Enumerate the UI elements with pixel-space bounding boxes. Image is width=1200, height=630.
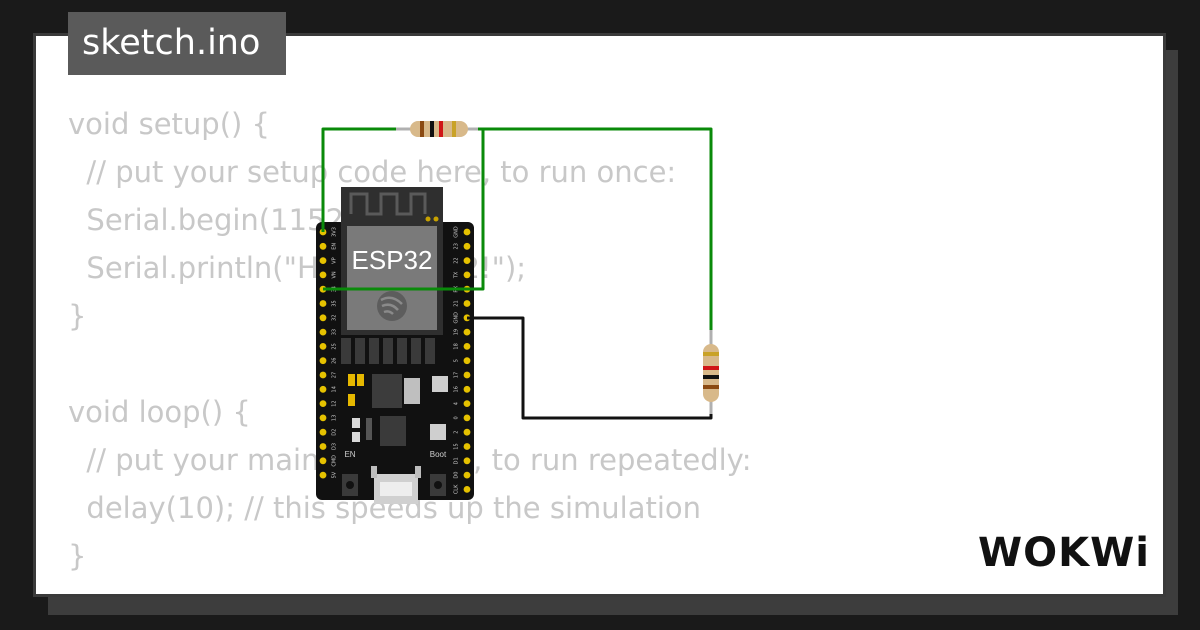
left-pin-pad[interactable] <box>319 271 327 279</box>
code-line: void setup() { <box>68 107 270 141</box>
resistor-2[interactable] <box>703 330 719 414</box>
right-pin-label: TX <box>454 271 460 279</box>
left-pin-label: 14 <box>332 386 338 392</box>
usb-chip <box>380 416 406 446</box>
right-pin-pad[interactable] <box>463 457 471 465</box>
right-pin-label: GND <box>454 312 460 324</box>
left-pin-label: EN <box>332 243 338 250</box>
left-pin-pad[interactable] <box>319 457 327 465</box>
right-pin-pad[interactable] <box>463 400 471 407</box>
left-pin-pad[interactable] <box>319 385 327 393</box>
left-pin-label: 32 <box>332 315 338 321</box>
left-pin-pad[interactable] <box>319 357 327 365</box>
file-tab[interactable]: sketch.ino <box>68 12 286 75</box>
en-label: EN <box>344 450 355 459</box>
left-pin-pad[interactable] <box>319 300 327 307</box>
right-pin-label: 21 <box>454 300 460 306</box>
right-pin-pad[interactable] <box>463 371 471 379</box>
right-pin-label: D0 <box>454 472 460 479</box>
svg-text:WOKWi: WOKWi <box>978 530 1148 574</box>
right-pin-pad[interactable] <box>463 357 471 365</box>
right-pin-label: 2 <box>454 431 460 434</box>
left-pin-label: VN <box>332 271 338 278</box>
usb-port <box>371 466 421 504</box>
right-pin-pad[interactable] <box>463 385 471 393</box>
left-pin-pad[interactable] <box>319 443 327 450</box>
right-pin-pad[interactable] <box>463 443 471 450</box>
left-pin-label: 12 <box>332 400 338 406</box>
code-line: } <box>68 539 87 573</box>
antenna-icon <box>349 192 427 216</box>
code-line: void loop() { <box>68 395 251 429</box>
left-pin-label: 35 <box>332 300 338 306</box>
espressif-logo-icon <box>377 291 407 321</box>
right-pin-pad[interactable] <box>463 486 471 493</box>
right-pin-label: 15 <box>454 443 460 449</box>
right-pin-pad[interactable] <box>463 471 471 479</box>
right-pin-pad[interactable] <box>463 414 471 422</box>
right-pin-pad[interactable] <box>463 428 471 436</box>
right-pin-pad[interactable] <box>463 343 471 350</box>
chip-label: ESP32 <box>352 245 433 275</box>
left-pin-label: 5V <box>332 471 338 478</box>
left-pin-pad[interactable] <box>319 414 327 422</box>
resistor-1[interactable] <box>396 121 478 137</box>
left-pin-label: D2 <box>332 429 338 436</box>
right-pin-label: 17 <box>454 372 460 378</box>
code-editor[interactable]: void setup() { // put your setup code he… <box>68 100 752 580</box>
right-pin-pad[interactable] <box>463 257 471 264</box>
left-pin-label: VP <box>332 257 338 263</box>
wokwi-logo: WOKWi <box>978 530 1148 574</box>
right-pin-label: 19 <box>454 329 460 335</box>
right-pin-label: 4 <box>454 402 460 405</box>
left-pin-label: 3V3 <box>332 227 338 237</box>
right-pin-pad[interactable] <box>463 300 471 307</box>
wire-resistor1-resistor2 <box>483 127 713 333</box>
left-pin-pad[interactable] <box>319 343 327 350</box>
left-pin-pad[interactable] <box>319 242 327 250</box>
right-pin-label: 22 <box>454 257 460 263</box>
right-pin-label: 23 <box>454 243 460 249</box>
right-pin-label: D1 <box>454 457 460 464</box>
right-pin-label: 18 <box>454 343 460 349</box>
preview-card <box>33 33 1166 597</box>
left-pin-pad[interactable] <box>319 400 327 407</box>
right-pin-label: 5 <box>454 359 460 362</box>
left-pin-label: 13 <box>332 415 338 421</box>
left-pin-pad[interactable] <box>319 471 327 479</box>
left-pin-label: 25 <box>332 343 338 349</box>
boot-label: Boot <box>430 450 447 459</box>
right-pin-pad[interactable] <box>463 228 471 236</box>
code-line: } <box>68 299 87 333</box>
left-pin-label: CMD <box>332 455 338 467</box>
wire-gnd-resistor2 <box>467 316 713 420</box>
left-pin-pad[interactable] <box>319 328 327 336</box>
right-pin-pad[interactable] <box>463 328 471 336</box>
right-pin-label: GND <box>454 226 460 238</box>
left-pin-pad[interactable] <box>319 314 327 322</box>
left-pin-label: 33 <box>332 329 338 335</box>
left-pin-label: 26 <box>332 358 338 364</box>
regulator <box>372 374 402 408</box>
esp32-board[interactable]: ESP32 EN Boot <box>316 187 474 504</box>
right-pin-pad[interactable] <box>463 271 471 279</box>
left-pin-pad[interactable] <box>319 257 327 264</box>
right-pin-label: CLK <box>454 484 460 494</box>
left-pin-pad[interactable] <box>319 428 327 436</box>
left-pin-label: D3 <box>332 443 338 450</box>
code-line: // put your setup code here, to run once… <box>68 155 677 189</box>
right-pin-pad[interactable] <box>463 242 471 250</box>
left-pin-pad[interactable] <box>319 371 327 379</box>
right-pin-label: 16 <box>454 386 460 392</box>
left-pin-label: 27 <box>332 372 338 378</box>
wire-3v3-resistor1 <box>321 127 412 232</box>
right-pin-label: 0 <box>454 416 460 419</box>
